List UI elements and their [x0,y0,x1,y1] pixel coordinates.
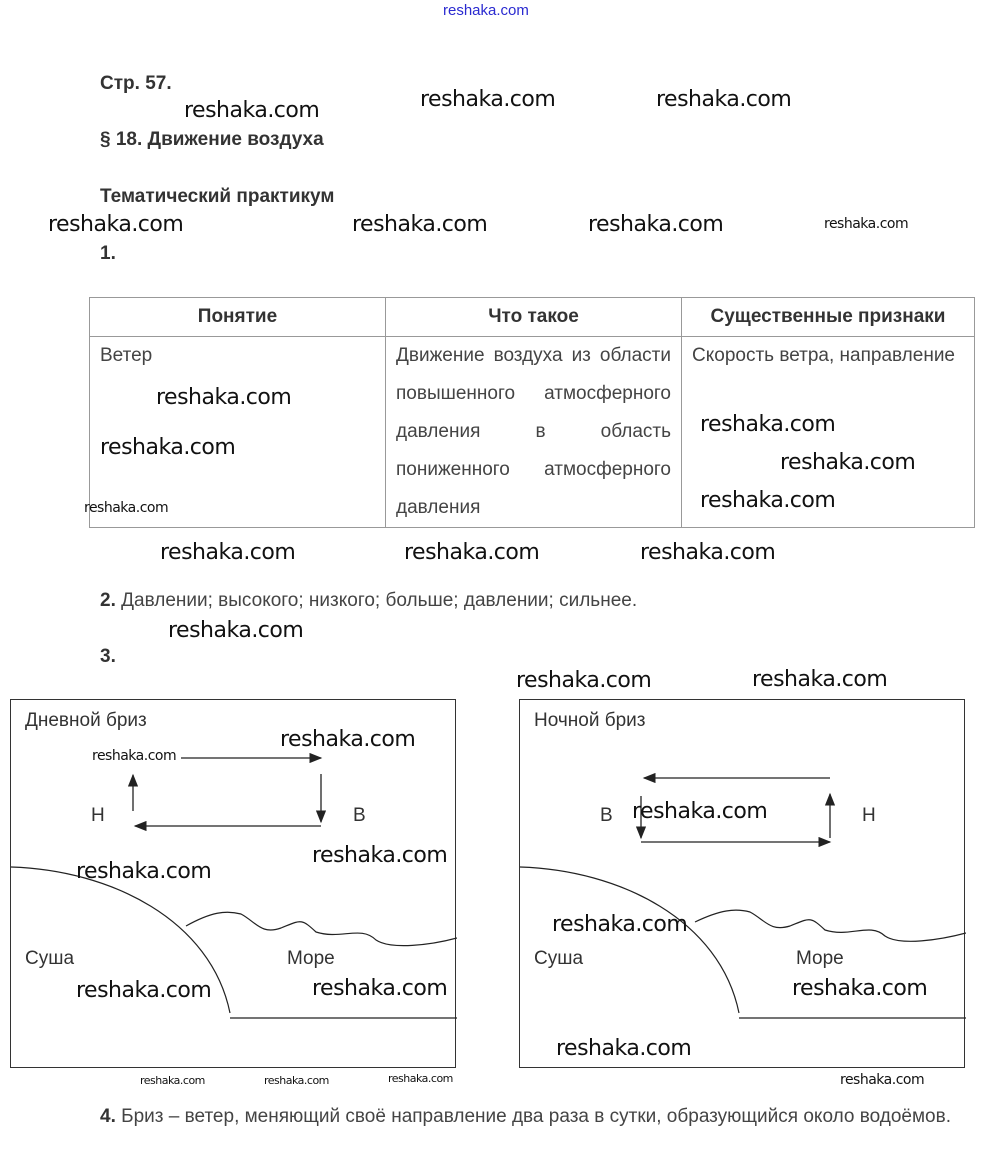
watermark: reshaka.com [420,87,556,112]
coastline [520,866,740,1014]
watermark: reshaka.com [92,748,177,764]
low-pressure-label: Н [91,805,105,826]
watermark: reshaka.com [76,978,212,1003]
watermark: reshaka.com [640,540,776,565]
high-pressure-label: В [600,805,613,826]
land-label: Суша [534,948,584,969]
page-reference: Стр. 57. [100,73,172,94]
watermark: reshaka.com [184,98,320,123]
watermark: reshaka.com [156,385,292,410]
watermark: reshaka.com [48,212,184,237]
watermark: reshaka.com [404,540,540,565]
section-title: § 18. Движение воздуха [100,129,324,150]
high-pressure-label: В [353,805,366,826]
coastline [11,866,231,1014]
watermark: reshaka.com [552,912,688,937]
sea-label: Море [287,948,335,969]
task-2-answer: Давлении; высокого; низкого; больше; дав… [121,590,638,611]
cell-features: Скорость ветра, направление [681,336,975,528]
watermark: reshaka.com [140,1074,205,1087]
watermark: reshaka.com [264,1074,329,1087]
concept-table: Понятие Что такое Существенные признаки … [89,297,975,528]
table-row: Ветер Движение воздуха из области повыше… [89,336,975,528]
watermark: reshaka.com [588,212,724,237]
watermark: reshaka.com [632,799,768,824]
task-2: 2. Давлении; высокого; низкого; больше; … [100,590,637,612]
cell-concept: Ветер [89,336,386,528]
night-breeze-drawing [520,772,966,1019]
watermark: reshaka.com [280,727,416,752]
header-features: Существенные признаки [681,297,975,337]
low-pressure-label: Н [862,805,876,826]
watermark: reshaka.com [700,488,836,513]
task-4-answer: Бриз – ветер, меняющий своё направление … [121,1106,951,1127]
watermark: reshaka.com [312,843,448,868]
task-4: 4. Бриз – ветер, меняющий своё направлен… [100,1098,964,1136]
task-1-number: 1. [100,243,116,264]
task-4-number: 4. [100,1106,116,1127]
night-breeze-diagram: Ночной бриз В Н Суша Море [519,699,966,1068]
night-breeze-title: Ночной бриз [534,710,646,731]
watermark: reshaka.com [100,435,236,460]
day-breeze-diagram: Дневной бриз Н В Суша Море [10,699,457,1068]
header-concept: Понятие [89,297,386,337]
subsection-title: Тематический практикум [100,186,335,207]
watermark: reshaka.com [752,667,888,692]
watermark: reshaka.com [160,540,296,565]
watermark: reshaka.com [656,87,792,112]
watermark: reshaka.com [824,216,909,232]
watermark: reshaka.com [792,976,928,1001]
watermark: reshaka.com [168,618,304,643]
watermark: reshaka.com [352,212,488,237]
header-definition: Что такое [385,297,682,337]
day-breeze-drawing [11,752,457,1019]
watermark: reshaka.com [312,976,448,1001]
task-2-number: 2. [100,590,116,611]
land-label: Суша [25,948,75,969]
sea-surface [185,911,457,947]
day-breeze-title: Дневной бриз [25,710,147,731]
table-header-row: Понятие Что такое Существенные признаки [89,297,975,337]
watermark: reshaka.com [556,1036,692,1061]
watermark: reshaka.com [84,500,169,516]
sea-surface [694,909,966,942]
cell-definition: Движение воздуха из области повышенного … [385,336,682,528]
watermark: reshaka.com [840,1072,925,1088]
sea-label: Море [796,948,844,969]
header-watermark-link[interactable]: reshaka.com [443,2,529,19]
watermark: reshaka.com [780,450,916,475]
watermark: reshaka.com [700,412,836,437]
task-3-number: 3. [100,646,116,667]
watermark: reshaka.com [388,1072,453,1085]
watermark: reshaka.com [516,668,652,693]
watermark: reshaka.com [76,859,212,884]
